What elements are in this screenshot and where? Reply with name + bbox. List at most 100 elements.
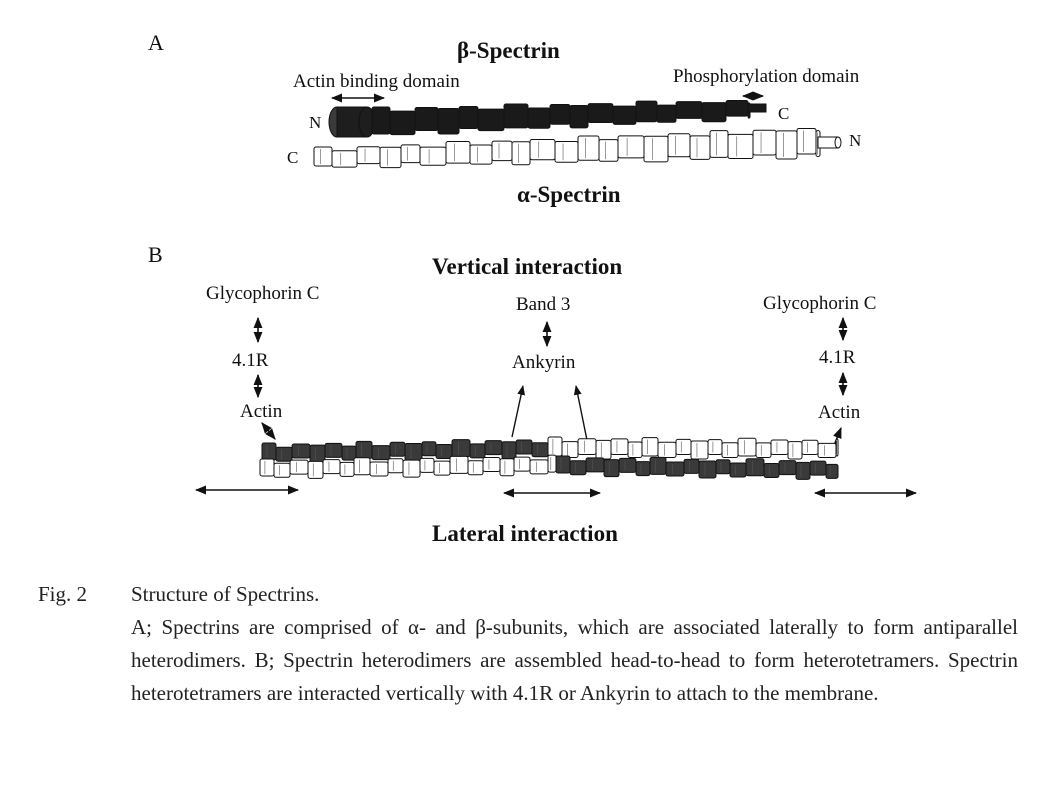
alpha-segment [577, 135, 600, 161]
tetramer-light-segment [675, 438, 692, 455]
tetramer-dark-segment [778, 460, 797, 476]
tetramer-dark-segment [715, 459, 731, 475]
alpha-segment [709, 130, 729, 158]
tetramer-light-segment [289, 459, 309, 475]
right-41r-label: 4.1R [819, 347, 856, 368]
tetramer-dark-segment [389, 441, 406, 457]
alpha-spectrin-title: α-Spectrin [517, 182, 621, 207]
alpha-segment [598, 139, 619, 162]
tetramer-light-segment [387, 458, 404, 474]
alpha-c-terminus-label: C [287, 148, 298, 167]
vertical-interaction-title: Vertical interaction [432, 254, 622, 279]
tetramer-light-segment [513, 456, 531, 472]
tetramer-light-segment [657, 441, 677, 458]
alpha-segment [617, 135, 645, 159]
beta-c-terminal-tail [747, 103, 767, 113]
tetramer-dark-segment [515, 439, 533, 455]
tetramer-light-segment [449, 455, 469, 474]
alpha-n-terminal-cap [834, 136, 842, 149]
caption-label: Fig. 2 [38, 582, 88, 606]
tetramer-dark-segment [698, 460, 717, 479]
left-actin-binding-arrow [261, 422, 276, 440]
tetramer-light-segment [610, 438, 629, 455]
tetramer-dark-segment [484, 440, 503, 456]
beta-segment [371, 106, 391, 135]
tetramer-light-segment [707, 439, 723, 456]
tetramer-light-segment [467, 460, 484, 476]
tetramer-dark-segment [763, 462, 780, 478]
alpha-segment [511, 141, 531, 166]
tetramer-light-segment [259, 458, 275, 477]
right-actin-label: Actin [818, 402, 861, 423]
beta-segment [527, 107, 551, 129]
tetramer-light-segment [529, 459, 549, 475]
tetramer-dark-segment [569, 460, 587, 476]
tetramer-light-segment [817, 442, 837, 458]
ankyrin-left-binding-arrow [511, 385, 525, 438]
tetramer-dark-segment [469, 443, 486, 459]
right-glycophorin-c-label: Glycophorin C [763, 293, 876, 314]
tetramer-light-segment [482, 456, 501, 472]
alpha-segment [313, 146, 333, 167]
beta-segment [635, 100, 658, 123]
tetramer-dark-segment [324, 442, 343, 458]
beta-segment [503, 103, 529, 129]
tetramer-dark-segment [555, 455, 571, 474]
tetramer-dark-segment [683, 458, 700, 474]
tetramer-dark-segment [618, 457, 637, 473]
beta-segment [656, 104, 677, 123]
tetramer-dark-segment [421, 441, 437, 457]
ankyrin-label: Ankyrin [512, 352, 576, 373]
tetramer-dark-segment [635, 461, 651, 477]
tetramer-light-segment [770, 439, 789, 456]
beta-segment [675, 101, 703, 119]
figure-caption: Fig. 2 Structure of Spectrins. A; Spectr… [38, 578, 1018, 710]
tetramer-dark-segment [275, 446, 293, 462]
spectrin-heterotetramer [259, 436, 839, 480]
tetramer-dark-segment [729, 462, 747, 478]
alpha-segment [491, 140, 513, 162]
alpha-spectrin-chain [313, 127, 842, 169]
tetramer-dark-segment [585, 457, 605, 473]
beta-segment [414, 107, 439, 132]
alpha-segment [469, 144, 493, 165]
tetramer-dark-segment [404, 443, 423, 461]
tetramer-dark-segment [825, 463, 839, 479]
tetramer-dark-segment [371, 445, 391, 461]
beta-n-terminus-label: N [309, 113, 321, 132]
tetramer-dark-segment [501, 441, 517, 460]
beta-segment [389, 110, 416, 136]
tetramer-light-segment [402, 459, 421, 478]
tetramer-light-segment [755, 442, 772, 458]
tetramer-light-segment [627, 441, 643, 459]
tetramer-light-segment [307, 460, 324, 479]
actin-binding-domain-label: Actin binding domain [293, 71, 460, 92]
spectrin-figure: A β-Spectrin Actin binding domain Phosph… [148, 30, 918, 546]
alpha-segment [419, 146, 447, 166]
tetramer-dark-segment [745, 458, 765, 477]
alpha-segment [689, 135, 711, 160]
beta-segment [437, 108, 460, 135]
alpha-segment [356, 146, 381, 165]
tetramer-dark-segment [261, 442, 277, 461]
tetramer-dark-segment [291, 443, 311, 459]
alpha-n-terminus-label: N [849, 131, 861, 150]
tetramer-dark-segment [341, 445, 357, 461]
beta-segment [612, 105, 637, 125]
alpha-segment [643, 135, 669, 163]
tetramer-light-segment [547, 454, 557, 473]
tetramer-light-segment [322, 459, 341, 475]
alpha-segment [554, 140, 579, 163]
tetramer-dark-segment [603, 459, 620, 478]
beta-segment [477, 108, 505, 132]
band3-label: Band 3 [516, 294, 570, 315]
tetramer-dark-segment [435, 443, 453, 459]
tetramer-light-segment [419, 457, 435, 473]
alpha-segment [445, 141, 471, 164]
tetramer-light-segment [561, 441, 579, 459]
tetramer-dark-segment [355, 440, 373, 459]
beta-c-terminus-label: C [778, 104, 789, 123]
tetramer-dark-segment [795, 461, 811, 480]
tetramer-light-segment [433, 460, 451, 476]
tetramer-light-segment [721, 442, 739, 459]
